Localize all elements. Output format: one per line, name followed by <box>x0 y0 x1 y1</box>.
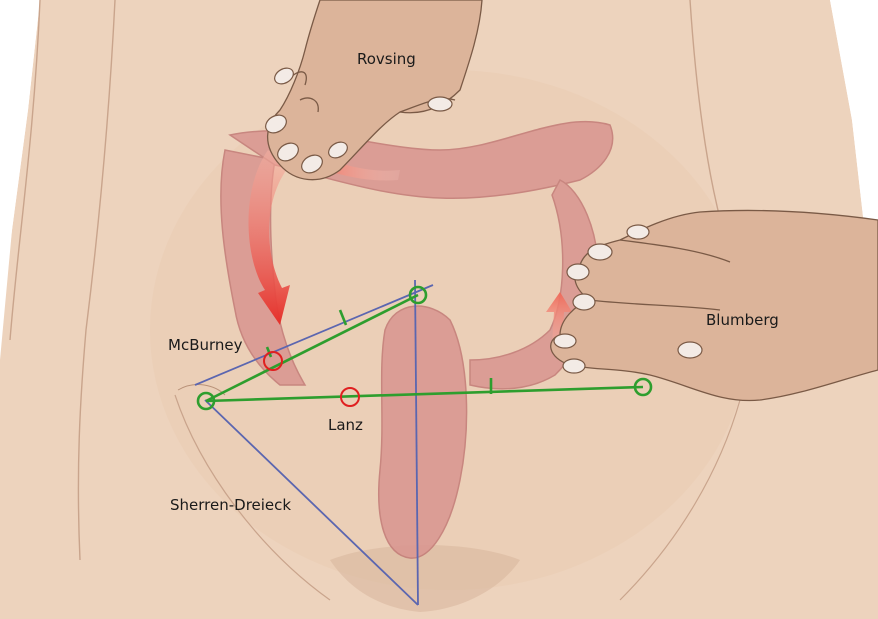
blumberg-label: Blumberg <box>706 311 779 329</box>
rovsing-label: Rovsing <box>357 50 416 68</box>
mcburney-label: McBurney <box>168 336 243 354</box>
sherren-triangle-label: Sherren-Dreieck <box>170 496 291 514</box>
lanz-label: Lanz <box>328 416 363 434</box>
